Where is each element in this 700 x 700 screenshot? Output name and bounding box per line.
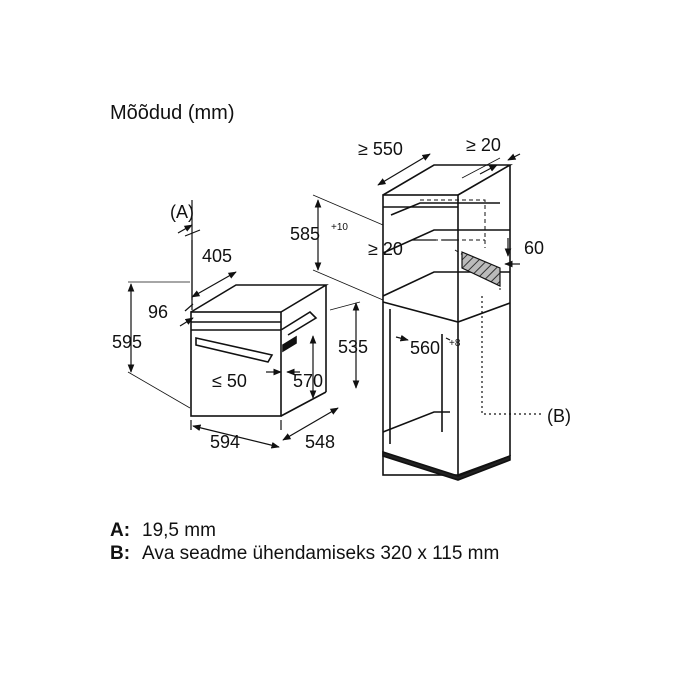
- label-ge20-mid: ≥ 20: [368, 239, 403, 259]
- legend-key: B:: [110, 543, 131, 564]
- label-60: 60: [524, 238, 544, 258]
- legend-text: 19,5 mm: [142, 520, 216, 541]
- label-560: 560: [410, 338, 440, 358]
- oven-dimensions: [127, 200, 361, 449]
- opening-b-leader: [481, 296, 543, 415]
- label-595: 595: [112, 332, 142, 352]
- label-570: 570: [293, 371, 323, 391]
- legend-item-b: B: Ava seadme ühendamiseks 320 x 115 mm: [110, 542, 580, 565]
- label-405: 405: [202, 246, 232, 266]
- label-594: 594: [210, 432, 240, 452]
- label-le50: ≤ 50: [212, 371, 247, 391]
- dimension-labels: (A) 405 96 595 594 548 535 570 ≤ 50 ≥ 55…: [112, 135, 571, 452]
- label-585: 585: [290, 224, 320, 244]
- label-ge550: ≥ 550: [358, 139, 403, 159]
- cabinet-front: [382, 194, 459, 476]
- label-a: (A): [170, 202, 194, 222]
- oven-top: [190, 284, 329, 313]
- oven-handle: [195, 337, 274, 363]
- label-96: 96: [148, 302, 168, 322]
- legend: A: 19,5 mm B: Ava seadme ühendamiseks 32…: [110, 519, 580, 565]
- oven-front: [190, 311, 282, 417]
- label-560-tolerance: +8: [449, 338, 461, 349]
- label-585-tolerance: +10: [331, 222, 348, 233]
- label-548: 548: [305, 432, 335, 452]
- cabinet-dimensions: [312, 153, 521, 342]
- label-535: 535: [338, 337, 368, 357]
- oven-drawing: [190, 284, 329, 417]
- legend-text: Ava seadme ühendamiseks 320 x 115 mm: [142, 543, 500, 564]
- legend-key: A:: [110, 520, 131, 541]
- ventilation-opening: [461, 251, 501, 287]
- legend-item-a: A: 19,5 mm: [110, 519, 580, 542]
- page-title: Mõõdud (mm): [110, 102, 235, 124]
- cabinet-top: [382, 164, 513, 196]
- cabinet-drawing: [382, 164, 543, 481]
- label-b: (B): [547, 406, 571, 426]
- label-ge20-top: ≥ 20: [466, 135, 501, 155]
